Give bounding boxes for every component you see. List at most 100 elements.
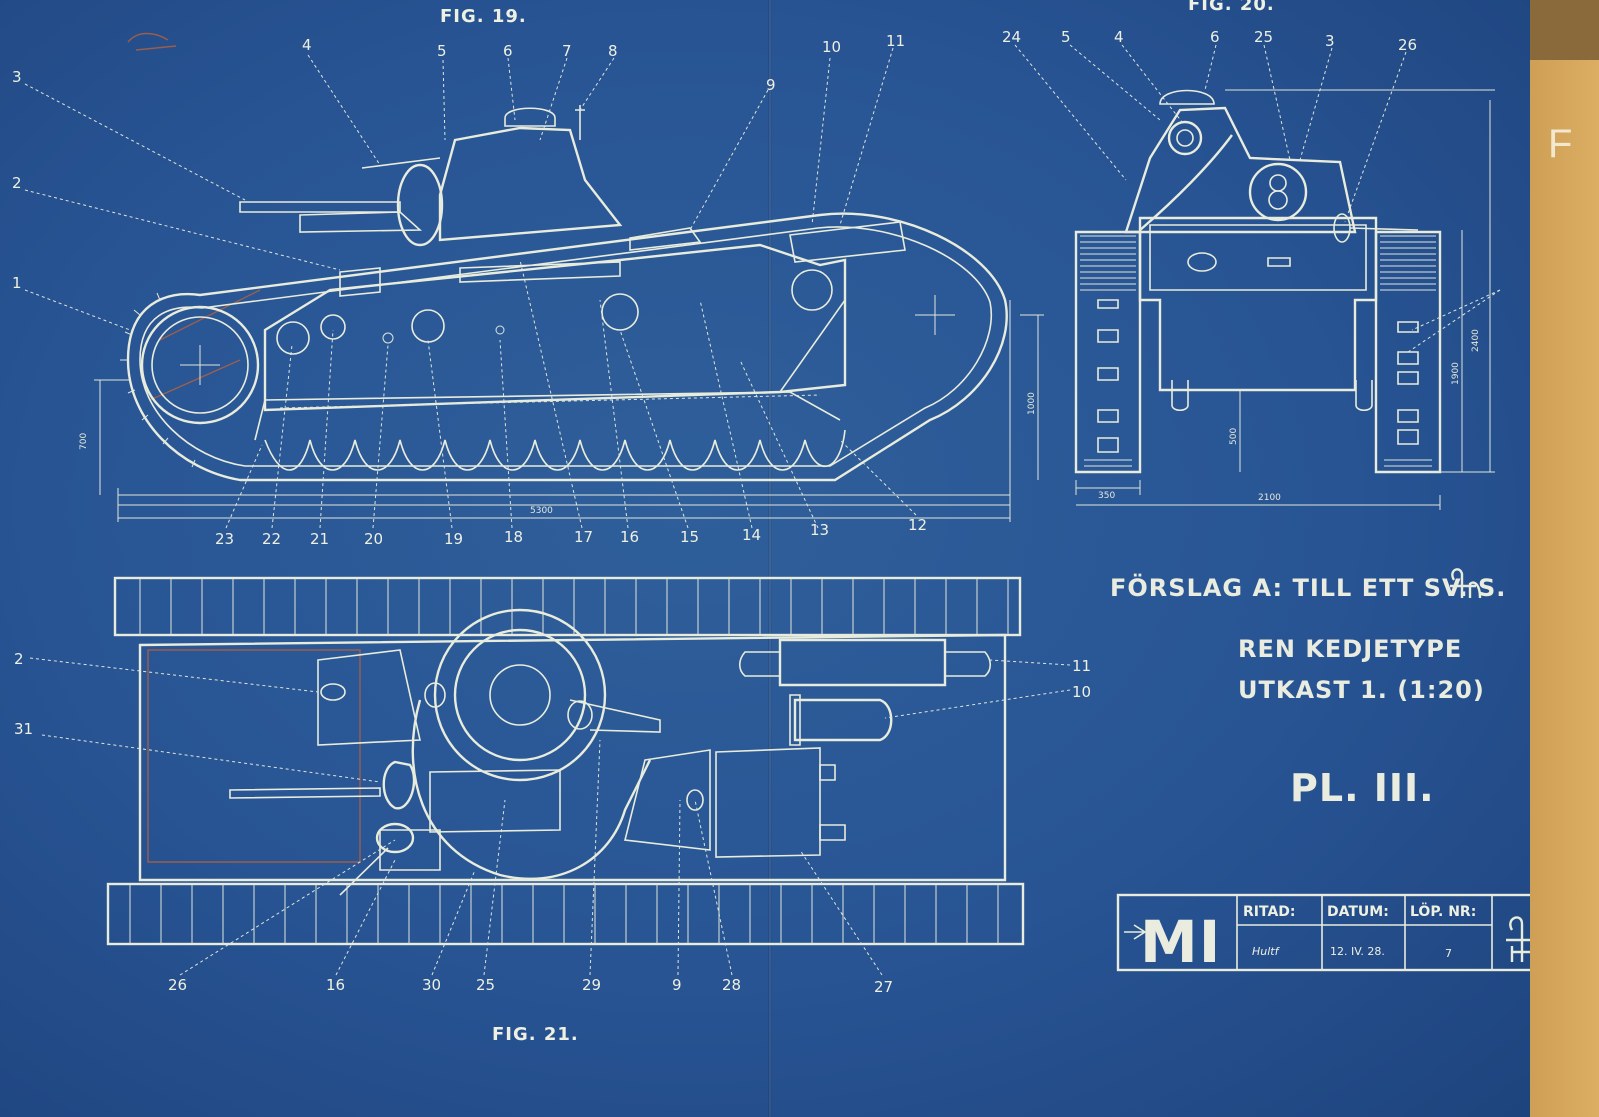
callout: 22 <box>262 530 281 548</box>
header-ritad: RITAD: <box>1243 904 1296 920</box>
callout: 9 <box>672 976 682 994</box>
callout: 1 <box>12 274 22 292</box>
front-tow-hooks <box>1171 380 1373 412</box>
height-dim-lines <box>1020 314 1044 480</box>
fig20-front-view: FIG. 20. 350 2100 500 1900 <box>1002 0 1501 510</box>
front-side-leaders <box>1407 289 1501 353</box>
callout: 18 <box>504 528 523 546</box>
callout: 13 <box>810 521 829 539</box>
fig19-top-leaders <box>24 47 894 331</box>
right-track-boxes <box>1397 321 1419 445</box>
callout: 16 <box>326 976 345 994</box>
front-vert-dim-lines <box>1225 89 1495 473</box>
turret-body <box>438 126 623 242</box>
front-left-track <box>1074 230 1142 474</box>
callout: 23 <box>215 530 234 548</box>
top-turret-box <box>429 769 561 833</box>
fig20-leaders <box>1014 44 1407 223</box>
fig21-label: FIG. 21. <box>492 1024 579 1045</box>
driver-hatch <box>629 227 702 251</box>
top-upper-track <box>113 576 1022 637</box>
callout: 8 <box>608 42 618 60</box>
callout: 6 <box>1210 28 1220 46</box>
return-roller-5 <box>791 269 833 311</box>
top-rod <box>569 699 661 733</box>
emblem-bottom <box>1268 190 1288 210</box>
top-pencil-box <box>147 649 361 863</box>
hull-box <box>339 267 381 297</box>
front-vision-port <box>1167 120 1203 156</box>
callout: 31 <box>14 720 33 738</box>
left-track-boxes <box>1097 299 1119 453</box>
top-port-center <box>424 682 446 708</box>
callout: 26 <box>1398 36 1417 54</box>
front-turret <box>1124 106 1357 234</box>
top-engine-block <box>715 747 821 858</box>
front-cupola <box>1159 89 1215 105</box>
callout: 20 <box>364 530 383 548</box>
hull-lower-line <box>254 391 841 441</box>
callout: 14 <box>742 526 761 544</box>
top-upper-track-links <box>139 578 1009 635</box>
callout: 3 <box>12 68 22 86</box>
front-slot <box>1267 257 1291 267</box>
turret-gun-arc <box>1139 134 1233 231</box>
callout: 16 <box>620 528 639 546</box>
callout: 15 <box>680 528 699 546</box>
title-block-grid <box>1236 895 1493 970</box>
logo-arrow-icon <box>1124 924 1147 940</box>
gun-ring <box>396 163 444 247</box>
hull-hidden-line <box>279 394 821 409</box>
title-block-logo: MI <box>1140 908 1221 976</box>
callout: 28 <box>722 976 741 994</box>
callout: 6 <box>503 42 513 60</box>
pivot-2 <box>495 325 505 335</box>
track-teeth <box>120 292 196 468</box>
turret-antenna <box>575 105 585 140</box>
front-height-dim-2: 1900 <box>1451 362 1461 385</box>
top-engine-port <box>686 789 704 811</box>
top-turret-ring <box>433 608 607 782</box>
engine-cover <box>789 221 906 263</box>
callout: 26 <box>168 976 187 994</box>
top-mg-ring <box>375 822 415 854</box>
fig21-bottom-leaders <box>179 739 883 976</box>
title-line-2: REN KEDJETYPE <box>1238 635 1462 663</box>
envelope-letter: F <box>1548 122 1573 166</box>
front-mg-barrel <box>1349 227 1419 231</box>
callout: 29 <box>582 976 601 994</box>
title-block-frame <box>1116 893 1530 972</box>
callout: 3 <box>1325 32 1335 50</box>
plate-number: PL. III. <box>1290 766 1435 810</box>
road-wheels <box>264 429 846 471</box>
hull-body <box>263 243 847 412</box>
top-engine-lugs <box>819 764 846 841</box>
width-dim-lines <box>1076 495 1441 510</box>
turret-cupola <box>504 107 556 127</box>
callout: 17 <box>574 528 593 546</box>
top-turret-outline <box>411 699 652 880</box>
value-signature: Hultf <box>1252 945 1281 958</box>
front-height-dim: 500 <box>1229 428 1239 445</box>
ground-dim-lines <box>94 379 130 495</box>
title-area: FÖRSLAG A: TILL ETT SV. S. REN KEDJETYPE… <box>1110 568 1505 810</box>
return-roller-4 <box>601 293 639 331</box>
return-roller-1 <box>276 321 310 355</box>
callout: 11 <box>886 32 905 50</box>
rear-plate <box>778 297 846 393</box>
callout: 4 <box>302 36 312 54</box>
header-lopnr: LÖP. NR: <box>1410 902 1476 920</box>
callout: 30 <box>422 976 441 994</box>
turret-emblem-ring <box>1248 162 1308 222</box>
pivot-1 <box>382 332 394 344</box>
fig21-top-view: FIG. 21. <box>14 576 1091 1045</box>
track-width-dim-lines <box>1075 480 1141 495</box>
title-block: MI RITAD: DATUM: LÖP. NR: Hultf 12. IV. … <box>1116 893 1530 976</box>
callout: 7 <box>562 42 572 60</box>
length-dim-lines <box>117 300 1011 522</box>
callout: 4 <box>1114 28 1124 46</box>
top-gun-mantlet <box>382 760 416 810</box>
title-line-3: UTKAST 1. (1:20) <box>1238 676 1485 704</box>
front-periscope <box>1187 252 1217 272</box>
top-turret-cupola <box>453 628 587 762</box>
